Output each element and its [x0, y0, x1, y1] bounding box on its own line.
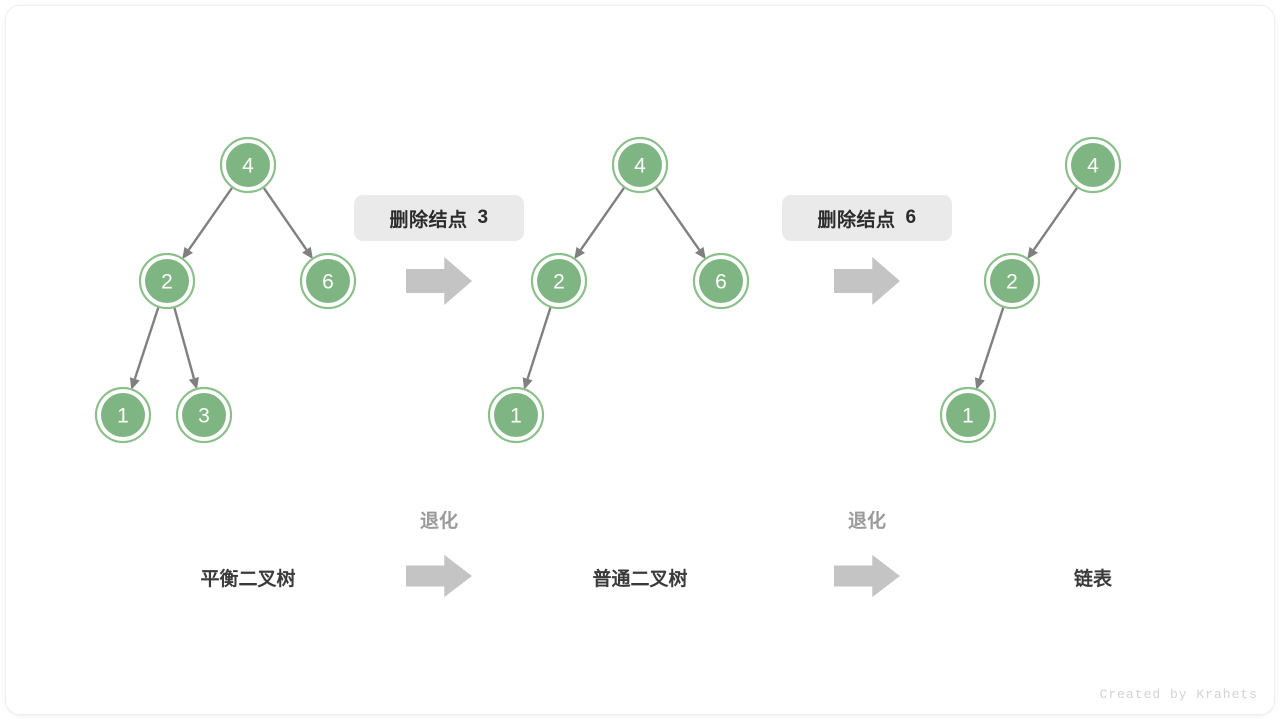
tree-edge — [974, 307, 1005, 390]
node-value-label: 6 — [715, 271, 727, 294]
tree-edge — [182, 187, 233, 260]
tree-edge — [522, 307, 552, 390]
tree-node: 1 — [487, 386, 545, 444]
tree-caption-tree-ordinary: 普通二叉树 — [592, 569, 688, 590]
tree-node: 1 — [94, 386, 152, 444]
node-circle — [145, 259, 189, 303]
tree-node: 4 — [219, 136, 277, 194]
tree-caption-tree-linked-list: 链表 — [1073, 569, 1113, 590]
tree-node: 4 — [611, 136, 669, 194]
node-circle — [226, 143, 270, 187]
tree-edge — [173, 307, 199, 390]
node-value-label: 1 — [510, 405, 522, 428]
tree-node: 6 — [299, 252, 357, 310]
badge-number: 3 — [477, 207, 489, 228]
tree-node: 2 — [138, 252, 196, 310]
node-value-label: 4 — [242, 155, 254, 178]
node-value-label: 2 — [1006, 271, 1018, 294]
badge-delete-3: 删除结点 3 — [354, 195, 524, 241]
nodes-layer: 4 2 6 1 3 4 2 6 1 4 2 1 — [94, 136, 1122, 444]
node-value-label: 1 — [962, 405, 974, 428]
node-circle — [494, 393, 538, 437]
tree-edge — [655, 187, 706, 260]
degenerate-label-1: 退化 — [419, 511, 459, 532]
node-circle — [182, 393, 226, 437]
tree-node: 1 — [939, 386, 997, 444]
degenerate-label-2: 退化 — [847, 511, 887, 532]
node-circle — [699, 259, 743, 303]
tree-node: 6 — [692, 252, 750, 310]
badge-number: 6 — [905, 207, 917, 228]
node-circle — [537, 259, 581, 303]
node-circle — [1071, 143, 1115, 187]
tree-edge — [262, 187, 313, 260]
tree-node: 2 — [530, 252, 588, 310]
watermark: Created by Krahets — [1099, 687, 1258, 702]
node-circle — [990, 259, 1034, 303]
node-value-label: 3 — [198, 405, 210, 428]
tree-edge — [129, 307, 160, 390]
tree-edge — [1027, 187, 1078, 260]
node-value-label: 4 — [1087, 155, 1099, 178]
node-value-label: 6 — [322, 271, 334, 294]
tree-node: 3 — [175, 386, 233, 444]
badge-delete-6: 删除结点 6 — [782, 195, 952, 241]
badge-text: 删除结点 — [389, 209, 468, 231]
node-circle — [101, 393, 145, 437]
node-value-label: 4 — [634, 155, 646, 178]
tree-caption-tree-balanced: 平衡二叉树 — [200, 569, 296, 590]
node-circle — [618, 143, 662, 187]
node-value-label: 2 — [553, 271, 565, 294]
diagram-card — [6, 6, 1274, 714]
node-circle — [946, 393, 990, 437]
node-circle — [306, 259, 350, 303]
tree-node: 2 — [983, 252, 1041, 310]
tree-node: 4 — [1064, 136, 1122, 194]
badge-text: 删除结点 — [817, 209, 896, 231]
node-value-label: 1 — [117, 405, 129, 428]
node-value-label: 2 — [161, 271, 173, 294]
edges-layer — [129, 187, 1078, 390]
tree-edge — [574, 187, 625, 260]
